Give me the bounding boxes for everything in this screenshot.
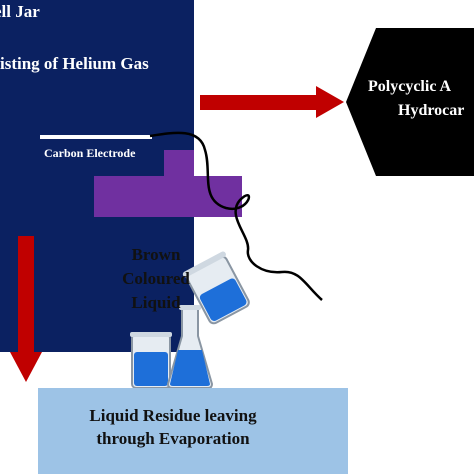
residue-label: Liquid Residue leaving through Evaporati… (38, 404, 308, 450)
brown-liquid-label: Brown Coloured Liquid (108, 243, 204, 315)
brown-liquid-label-line3: Liquid (131, 293, 181, 312)
carbon-electrode (40, 135, 152, 139)
product-label-line2: Hydrocar (398, 102, 465, 119)
helium-gas-caption: isting of Helium Gas (0, 54, 149, 73)
carbon-electrode-label: Carbon Electrode (44, 146, 136, 160)
left-beaker (130, 332, 172, 389)
bell-jar-title: ell Jar (0, 2, 40, 21)
residue-label-line1: Liquid Residue leaving (89, 406, 257, 425)
residue-label-line2: through Evaporation (96, 429, 250, 448)
base-plate (94, 176, 242, 217)
product-label-line1: Polycyclic A (368, 78, 452, 95)
brown-liquid-label-line1: Brown (131, 245, 181, 264)
base-stem (164, 150, 194, 180)
brown-liquid-label-line2: Coloured (122, 269, 190, 288)
pouring-beaker (182, 251, 250, 325)
arrow-to-product (200, 86, 344, 118)
product-hexagon (346, 28, 474, 176)
electrode-wire (149, 131, 323, 301)
residue-box (38, 388, 348, 474)
arrow-to-residue (10, 236, 42, 382)
conical-flask (166, 305, 214, 389)
